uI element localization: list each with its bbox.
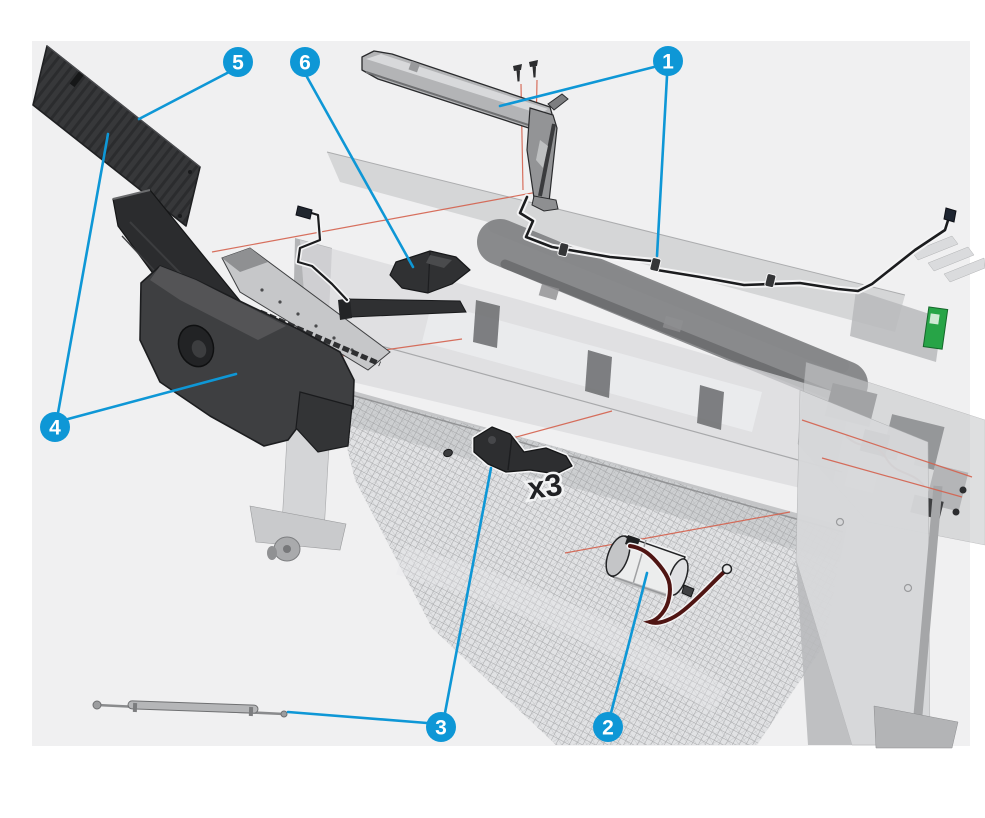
cable-clip xyxy=(764,273,777,289)
callout-5-badge xyxy=(223,47,253,77)
bracket-pin xyxy=(547,93,569,111)
screw-icon xyxy=(529,60,538,78)
deck-edge-line xyxy=(329,331,843,473)
deck-pillar xyxy=(473,300,500,348)
basket-mesh xyxy=(332,389,844,745)
cover-panel-part5 xyxy=(32,45,201,227)
callout-3-number: 3 xyxy=(435,717,447,740)
leader-line-5 xyxy=(137,69,233,121)
deck-block xyxy=(538,283,560,301)
bracket-part1 xyxy=(361,50,569,212)
callout-1-badge xyxy=(653,46,683,76)
motor-cable xyxy=(628,544,726,625)
screw-icon xyxy=(959,486,967,494)
motor-shaft xyxy=(681,584,695,598)
left-foot xyxy=(249,505,347,551)
callout-1-number: 1 xyxy=(662,51,674,74)
right-foot xyxy=(873,705,959,749)
cable-connector xyxy=(943,207,957,223)
basket-rim xyxy=(332,389,844,533)
leader-line-2 xyxy=(609,571,649,715)
quantity-label: x3 xyxy=(525,467,564,506)
roll-cylinder xyxy=(477,219,868,407)
callout-5-number: 5 xyxy=(232,52,244,75)
screw-icon xyxy=(513,64,522,82)
screw-icon xyxy=(952,508,960,516)
leader-line-3b xyxy=(443,466,493,715)
rod-tube xyxy=(127,700,259,714)
roll-shadow xyxy=(500,259,853,407)
bin-lower-block xyxy=(295,391,353,453)
ring-terminal xyxy=(721,563,733,575)
bracket-x3 xyxy=(443,424,575,477)
callout-4-number: 4 xyxy=(49,417,61,440)
mounting-screws xyxy=(513,60,538,82)
leader-line-3a xyxy=(286,710,429,725)
cable-clip xyxy=(557,242,570,258)
pcb-board xyxy=(922,306,949,350)
right-endcap-fins xyxy=(911,235,985,283)
cable-connector xyxy=(295,205,313,220)
callout-6-badge xyxy=(290,47,320,77)
pcb-chip xyxy=(929,313,940,325)
leader-line-6 xyxy=(305,75,415,269)
deck-block xyxy=(662,315,684,333)
cable-left-segment xyxy=(295,205,350,303)
callout-2-number: 2 xyxy=(602,717,614,740)
rear-rail-edge xyxy=(326,151,906,296)
leader-line-1a xyxy=(498,65,656,108)
leader-line-1b xyxy=(655,74,669,258)
leg-strut xyxy=(911,485,943,739)
bracket-foot xyxy=(531,195,559,212)
cable-assembly-part1 xyxy=(516,193,957,295)
leader-lines xyxy=(56,65,669,725)
callout-badges: 1 2 3 4 5 6 xyxy=(40,46,683,742)
rod-part3 xyxy=(92,700,288,718)
callout-4-badge xyxy=(40,412,70,442)
motor-endcap xyxy=(605,535,631,577)
leader-line-4a xyxy=(56,132,110,415)
callout-3-badge xyxy=(426,712,456,742)
leader-line-4b xyxy=(66,372,238,421)
deck-pillar xyxy=(585,350,612,398)
deck-pillar xyxy=(697,385,724,430)
cleanout-assembly-part4 xyxy=(112,189,391,453)
screw-icon xyxy=(443,448,453,458)
panel-notch xyxy=(69,71,84,88)
cable-clip xyxy=(649,257,662,273)
callout-2-badge xyxy=(593,712,623,742)
right-endcap-top xyxy=(850,290,942,362)
motor-part2 xyxy=(605,533,733,627)
callout-6-number: 6 xyxy=(299,52,311,75)
